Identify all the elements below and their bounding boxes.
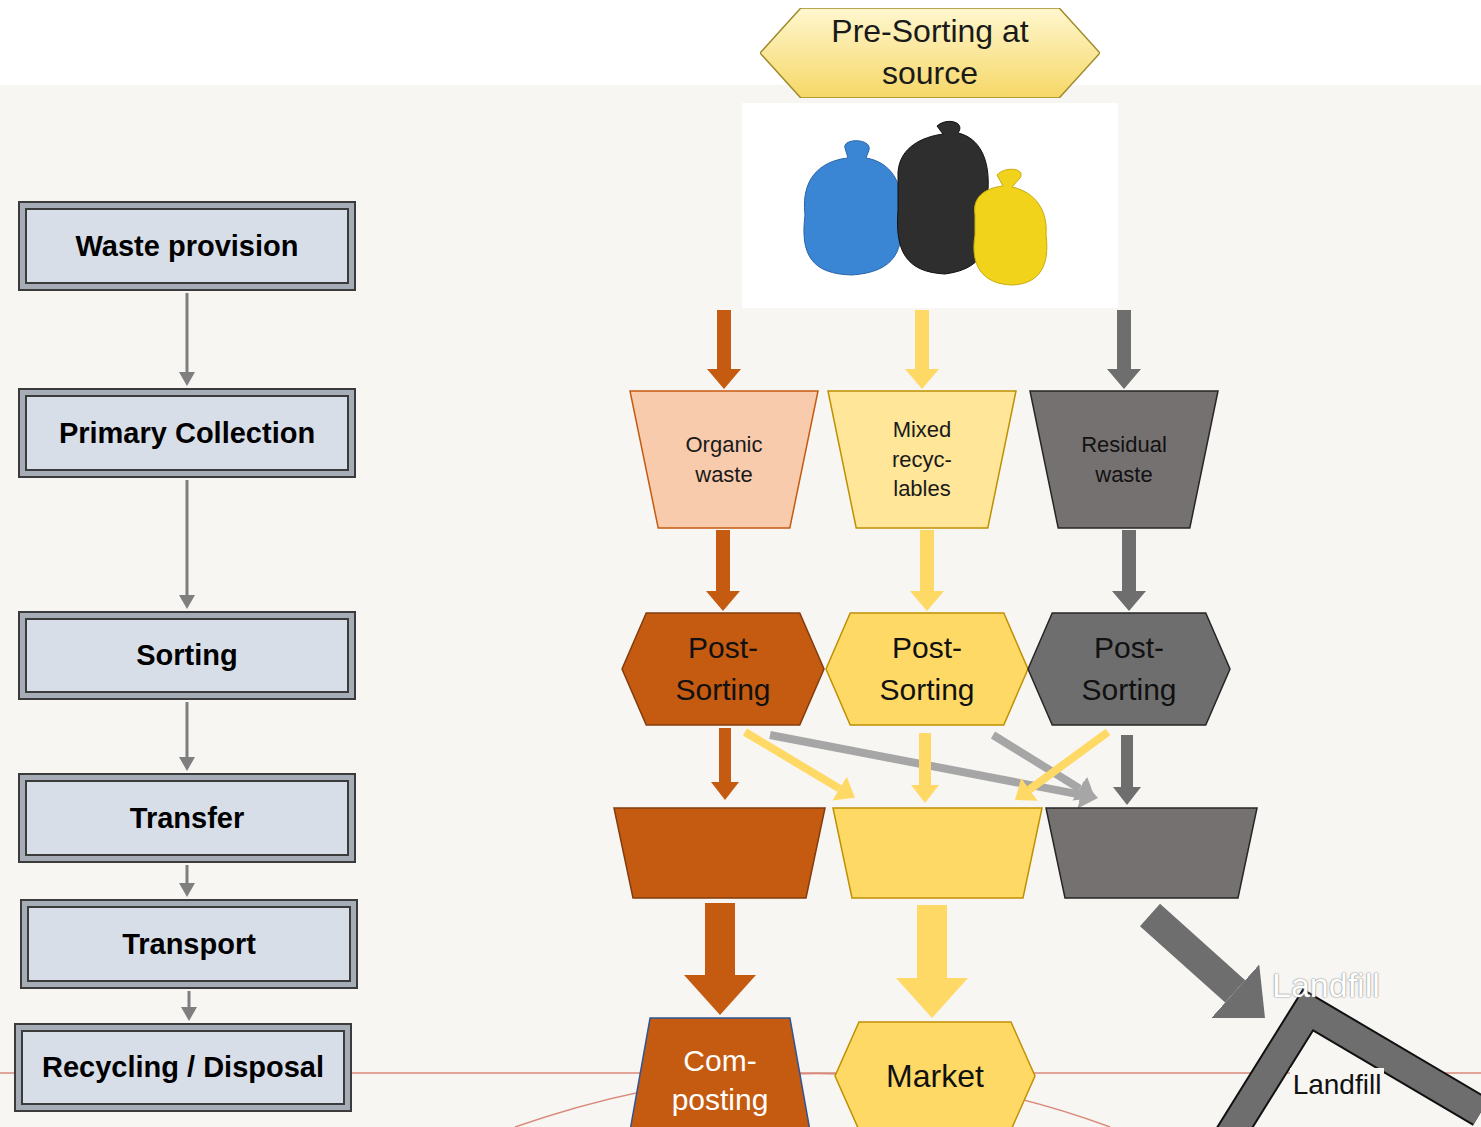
node-text: Post- Sorting: [658, 627, 788, 711]
node-text: Transport: [122, 927, 256, 962]
flow-arrow: [707, 310, 741, 389]
flow-arrow: [179, 702, 195, 771]
node-text: Recycling / Disposal: [42, 1050, 324, 1085]
flow-arrow: [179, 865, 195, 897]
flow-arrow: [706, 530, 740, 611]
outlet-trapezoid: Com- posting: [628, 1018, 812, 1127]
text-area: Market: [835, 1022, 1035, 1127]
text-area: Post- Sorting: [826, 613, 1028, 725]
flow-arrow: [179, 293, 195, 386]
stage-box: Recycling / Disposal: [14, 1023, 352, 1112]
node-text: Market: [886, 1057, 984, 1095]
flow-arrow: [1112, 530, 1146, 611]
node-text: Primary Collection: [59, 416, 315, 451]
flow-arrow: [910, 530, 944, 611]
shape-outline: [826, 613, 1028, 725]
node-text: Residual waste: [1059, 430, 1189, 489]
flow-arrow: [179, 480, 195, 609]
text-area: Com- posting: [628, 1018, 812, 1127]
bin-trapezoid: Organic waste: [630, 391, 818, 528]
stage-box: Transport: [20, 899, 358, 989]
node-text: Com- posting: [655, 1041, 785, 1119]
stage-box: Primary Collection: [18, 388, 356, 478]
node-text: Sorting: [136, 638, 238, 673]
node-text: Post- Sorting: [1064, 627, 1194, 711]
sorting-hexagon: Post- Sorting: [826, 613, 1028, 725]
bin-trapezoid: Residual waste: [1030, 391, 1218, 528]
stage-box: Transfer: [18, 773, 356, 863]
landfill-shape: Landfill: [1222, 1000, 1481, 1127]
node-text: Waste provision: [76, 229, 299, 264]
node-text: Organic waste: [654, 430, 794, 489]
stage-box: Waste provision: [18, 201, 356, 291]
shape-outline: [630, 391, 818, 528]
sorting-hexagon: Post- Sorting: [622, 613, 824, 725]
text-area: Post- Sorting: [1028, 613, 1230, 725]
node-text: Pre-Sorting at source: [830, 11, 1030, 94]
shape-outline: [622, 613, 824, 725]
flow-arrow: [905, 310, 939, 389]
shape-outline: [1028, 613, 1230, 725]
source-hexagon: Pre-Sorting at source: [742, 8, 1118, 308]
stage-box: Sorting: [18, 611, 356, 700]
text-area: Sorting: [20, 613, 354, 698]
node-text: Transfer: [130, 801, 244, 836]
flow-arrow: [181, 991, 197, 1021]
sorting-hexagon: Post- Sorting: [1028, 613, 1230, 725]
text-area: Recycling / Disposal: [16, 1025, 350, 1110]
text-area: Pre-Sorting at source: [760, 8, 1100, 98]
flow-arrow: [1107, 310, 1141, 389]
text-area: Mixed recyc- lables: [828, 391, 1016, 528]
text-area: Waste provision: [20, 203, 354, 289]
text-area: Organic waste: [630, 391, 818, 528]
shape-outline: [1222, 1000, 1481, 1127]
text-area: Post- Sorting: [622, 613, 824, 725]
bin-trapezoid: Mixed recyc- lables: [828, 391, 1016, 528]
text-area: Transfer: [20, 775, 354, 861]
node-text: Post- Sorting: [862, 627, 992, 711]
outlet-hexagon: Market: [835, 1022, 1035, 1127]
text-area: Landfill: [1282, 1066, 1392, 1104]
watermark-label: Landfill: [1272, 966, 1380, 1005]
node-text: Landfill: [1290, 1068, 1385, 1102]
text-area: Primary Collection: [20, 390, 354, 476]
text-area: Residual waste: [1030, 391, 1218, 528]
shape-outline: [1030, 391, 1218, 528]
text-area: Transport: [22, 901, 356, 987]
node-text: Mixed recyc- lables: [882, 415, 962, 504]
